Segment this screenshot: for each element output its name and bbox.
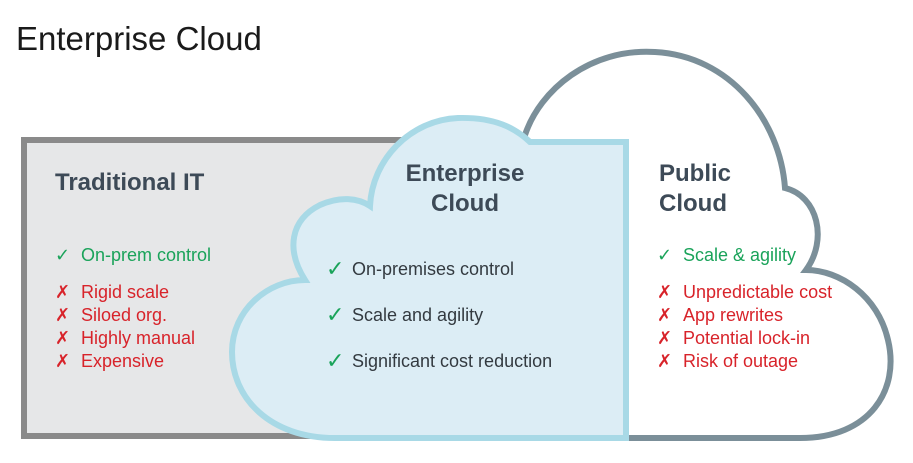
- list-item: ✓ On-prem control: [55, 243, 211, 267]
- public-cloud-heading-line2: Cloud: [659, 190, 727, 217]
- enterprise-cloud-heading-line1: Enterprise: [405, 160, 525, 187]
- check-icon: ✓: [326, 348, 345, 374]
- list-item: ✓ Scale & agility: [657, 243, 796, 267]
- cross-icon: ✗: [55, 351, 71, 372]
- public-cloud-pros: ✓ Scale & agility: [657, 243, 796, 267]
- list-item: ✗ Siloed org.: [55, 304, 195, 327]
- list-item: ✗ App rewrites: [657, 304, 832, 327]
- con-text: Highly manual: [81, 328, 196, 348]
- check-icon: ✓: [326, 256, 345, 282]
- list-item: ✓ On-premises control: [326, 246, 552, 292]
- cross-icon: ✗: [657, 305, 673, 326]
- benefit-text: Scale and agility: [352, 304, 484, 325]
- enterprise-cloud-heading: Enterprise Cloud: [395, 159, 535, 219]
- cross-icon: ✗: [55, 282, 71, 303]
- con-text: Rigid scale: [81, 282, 170, 302]
- list-item: ✓ Significant cost reduction: [326, 338, 552, 384]
- pro-text: Scale & agility: [683, 244, 797, 265]
- list-item: ✗ Highly manual: [55, 327, 195, 350]
- public-cloud-cons: ✗ Unpredictable cost ✗ App rewrites ✗ Po…: [657, 281, 832, 373]
- cross-icon: ✗: [657, 351, 673, 372]
- public-cloud-heading: Public Cloud: [659, 159, 731, 219]
- public-cloud-heading-line1: Public: [659, 160, 732, 187]
- cross-icon: ✗: [657, 282, 673, 303]
- benefit-text: Significant cost reduction: [352, 350, 553, 371]
- benefit-text: On-premises control: [352, 258, 515, 279]
- traditional-it-heading: Traditional IT: [55, 169, 205, 196]
- check-icon: ✓: [326, 302, 345, 328]
- cross-icon: ✗: [55, 328, 71, 349]
- pro-text: On-prem control: [81, 244, 212, 265]
- con-text: Potential lock-in: [683, 328, 811, 348]
- check-icon: ✓: [55, 244, 71, 266]
- con-text: Siloed org.: [81, 305, 168, 325]
- list-item: ✗ Potential lock-in: [657, 327, 832, 350]
- traditional-it-pros: ✓ On-prem control: [55, 243, 211, 267]
- list-item: ✗ Rigid scale: [55, 281, 195, 304]
- cross-icon: ✗: [55, 305, 71, 326]
- check-icon: ✓: [657, 244, 673, 266]
- list-item: ✗ Unpredictable cost: [657, 281, 832, 304]
- con-text: Risk of outage: [683, 351, 799, 371]
- list-item: ✓ Scale and agility: [326, 292, 552, 338]
- enterprise-cloud-benefits: ✓ On-premises control ✓ Scale and agilit…: [326, 246, 552, 384]
- page-title: Enterprise Cloud: [16, 20, 262, 57]
- list-item: ✗ Risk of outage: [657, 350, 832, 373]
- cross-icon: ✗: [657, 328, 673, 349]
- enterprise-cloud-heading-line2: Cloud: [431, 190, 499, 217]
- con-text: Unpredictable cost: [683, 282, 833, 302]
- traditional-it-cons: ✗ Rigid scale ✗ Siloed org. ✗ Highly man…: [55, 281, 195, 373]
- enterprise-cloud-shape: [228, 114, 629, 441]
- con-text: App rewrites: [683, 305, 784, 325]
- list-item: ✗ Expensive: [55, 350, 195, 373]
- con-text: Expensive: [81, 351, 165, 371]
